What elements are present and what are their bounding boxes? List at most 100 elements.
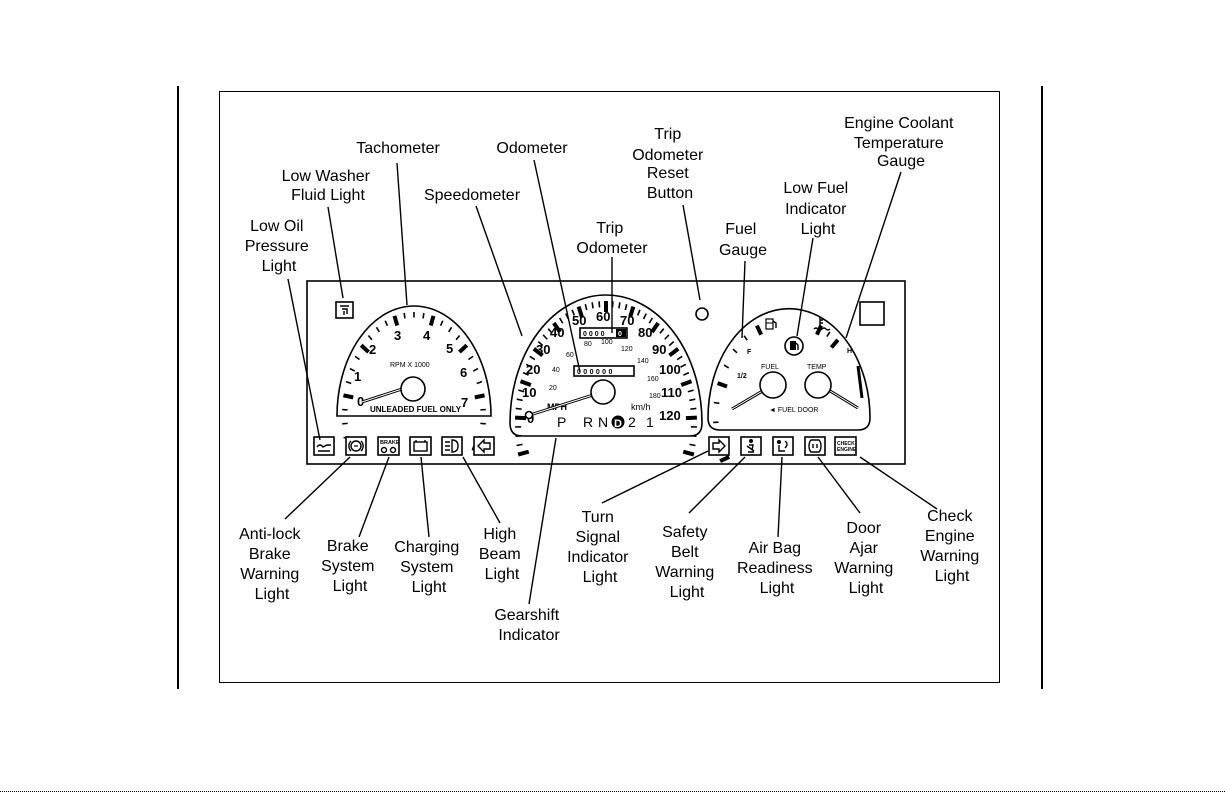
tach-number-7: 7: [461, 395, 468, 410]
speedometer-dial: 0 10 20 30 40 50 60 70 80 90 100 110 120…: [509, 294, 703, 457]
mph-number-100: 100: [659, 362, 681, 377]
tach-tick: [354, 355, 360, 361]
label-check-engine: Check Engine Warning Light: [920, 508, 983, 585]
leader-air-bag: [777, 456, 783, 538]
speedo-tick: [683, 371, 690, 376]
temp-hot-band: [856, 365, 864, 399]
gear-r: R: [583, 414, 593, 430]
leader-fuel-gauge: [741, 260, 746, 339]
mph-number-70: 70: [620, 313, 634, 328]
tach-hub: [400, 376, 426, 402]
tach-number-2: 2: [369, 342, 376, 357]
leader-door-ajar: [817, 456, 861, 514]
mph-number-90: 90: [652, 342, 666, 357]
kmh-number-100: 100: [601, 339, 613, 346]
label-charging: Charging System Light: [394, 539, 463, 596]
mph-number-120: 120: [659, 408, 681, 423]
left-indicator-row: BRAKE: [313, 436, 495, 456]
left-page-rule: [177, 86, 179, 689]
speedo-needle-highlight: [529, 394, 594, 416]
kmh-number-40: 40: [552, 367, 560, 374]
speedo-tick: [668, 340, 675, 347]
tach-number-5: 5: [446, 341, 453, 356]
gear-n: N: [598, 414, 608, 430]
label-air-bag: Air Bag Readiness Light: [737, 540, 817, 597]
tach-tick: [384, 320, 389, 327]
tach-tick: [458, 343, 469, 354]
door-ajar-icon: [804, 436, 826, 456]
battery-icon: [409, 436, 432, 456]
temp-hub: [804, 371, 832, 399]
tach-tick: [476, 380, 483, 385]
speedo-tick: [690, 434, 697, 438]
fuel-tick: [713, 401, 720, 405]
tach-number-0: 0: [357, 394, 364, 409]
gear-1: 1: [646, 414, 654, 430]
trip-odometer-last-digit: 0: [618, 331, 622, 338]
fuel-hub: [759, 371, 787, 399]
speedo-tick: [642, 313, 647, 320]
leader-trip-reset: [682, 204, 701, 301]
tach-tick: [367, 334, 373, 341]
leader-turn-signal: [601, 450, 709, 504]
fuel-tick: [723, 364, 730, 369]
label-brake-system: Brake System Light: [321, 538, 379, 595]
label-speedometer: Speedometer: [424, 187, 521, 204]
label-high-beam: High Beam Light: [479, 526, 525, 583]
fuel-temp-gauge: F 1/2 H FUEL TEMP ◄ FUEL DOOR: [707, 307, 871, 463]
speedo-tick: [659, 328, 665, 334]
right-page-rule: [1041, 86, 1043, 689]
tach-tick: [468, 355, 474, 361]
speedo-tick: [552, 321, 562, 334]
fuel-pump-icon: [765, 318, 777, 330]
speedo-tick: [516, 443, 523, 447]
label-fuel-gauge: Fuel Gauge: [719, 221, 767, 259]
tach-tick: [349, 367, 356, 372]
gear-d-highlight: [611, 415, 625, 429]
tach-tick: [359, 343, 370, 354]
tach-tick: [455, 334, 461, 341]
kmh-number-160: 160: [647, 376, 659, 383]
tach-needle-highlight: [361, 387, 406, 403]
temp-tick: [826, 331, 831, 338]
right-turn-signal-icon: [708, 436, 730, 456]
fuel-label: FUEL: [761, 364, 779, 371]
trip-odometer-last-digit-box: [616, 329, 626, 337]
speedo-tick: [676, 355, 683, 361]
gear-d: D: [614, 418, 622, 430]
label-gearshift: Gearshift Indicator: [494, 607, 563, 644]
label-tachometer: Tachometer: [356, 140, 440, 157]
leader-speedometer: [475, 205, 523, 337]
kmh-number-140: 140: [637, 358, 649, 365]
trip-odometer-window: [579, 327, 628, 339]
tach-tick: [392, 315, 400, 327]
leader-brake-system: [358, 456, 390, 538]
odometer-window: [573, 365, 635, 377]
speedo-hub: [590, 379, 616, 405]
footer-rule: [0, 791, 1225, 792]
leader-lines: [284, 159, 938, 605]
leader-gearshift: [528, 437, 557, 605]
speedo-tick: [628, 306, 636, 318]
mph-number-110: 110: [661, 385, 682, 400]
speedo-tick: [689, 398, 696, 402]
fuel-tick: [743, 335, 748, 341]
fuel-tick: [719, 455, 731, 463]
cluster-corner-square: [859, 301, 885, 326]
tach-units-label: RPM X 1000: [390, 362, 430, 369]
tach-tick: [447, 326, 453, 333]
high-beam-icon: [441, 436, 463, 456]
brake-icon-text: BRAKE: [380, 440, 400, 446]
tach-tick: [343, 393, 354, 400]
tach-number-4: 4: [423, 328, 431, 343]
leader-low-fuel: [796, 237, 814, 337]
check-engine-text-1: CHECK: [837, 441, 855, 447]
callout-labels: Tachometer Odometer Trip Odometer Reset …: [239, 115, 983, 644]
speedo-tick: [689, 443, 696, 447]
fuel-tick: [755, 324, 763, 336]
kmh-number-20: 20: [549, 385, 557, 392]
right-indicator-row: CHECK ENGINE: [708, 436, 857, 456]
leader-odometer: [533, 159, 581, 373]
temp-tick: [829, 338, 840, 349]
